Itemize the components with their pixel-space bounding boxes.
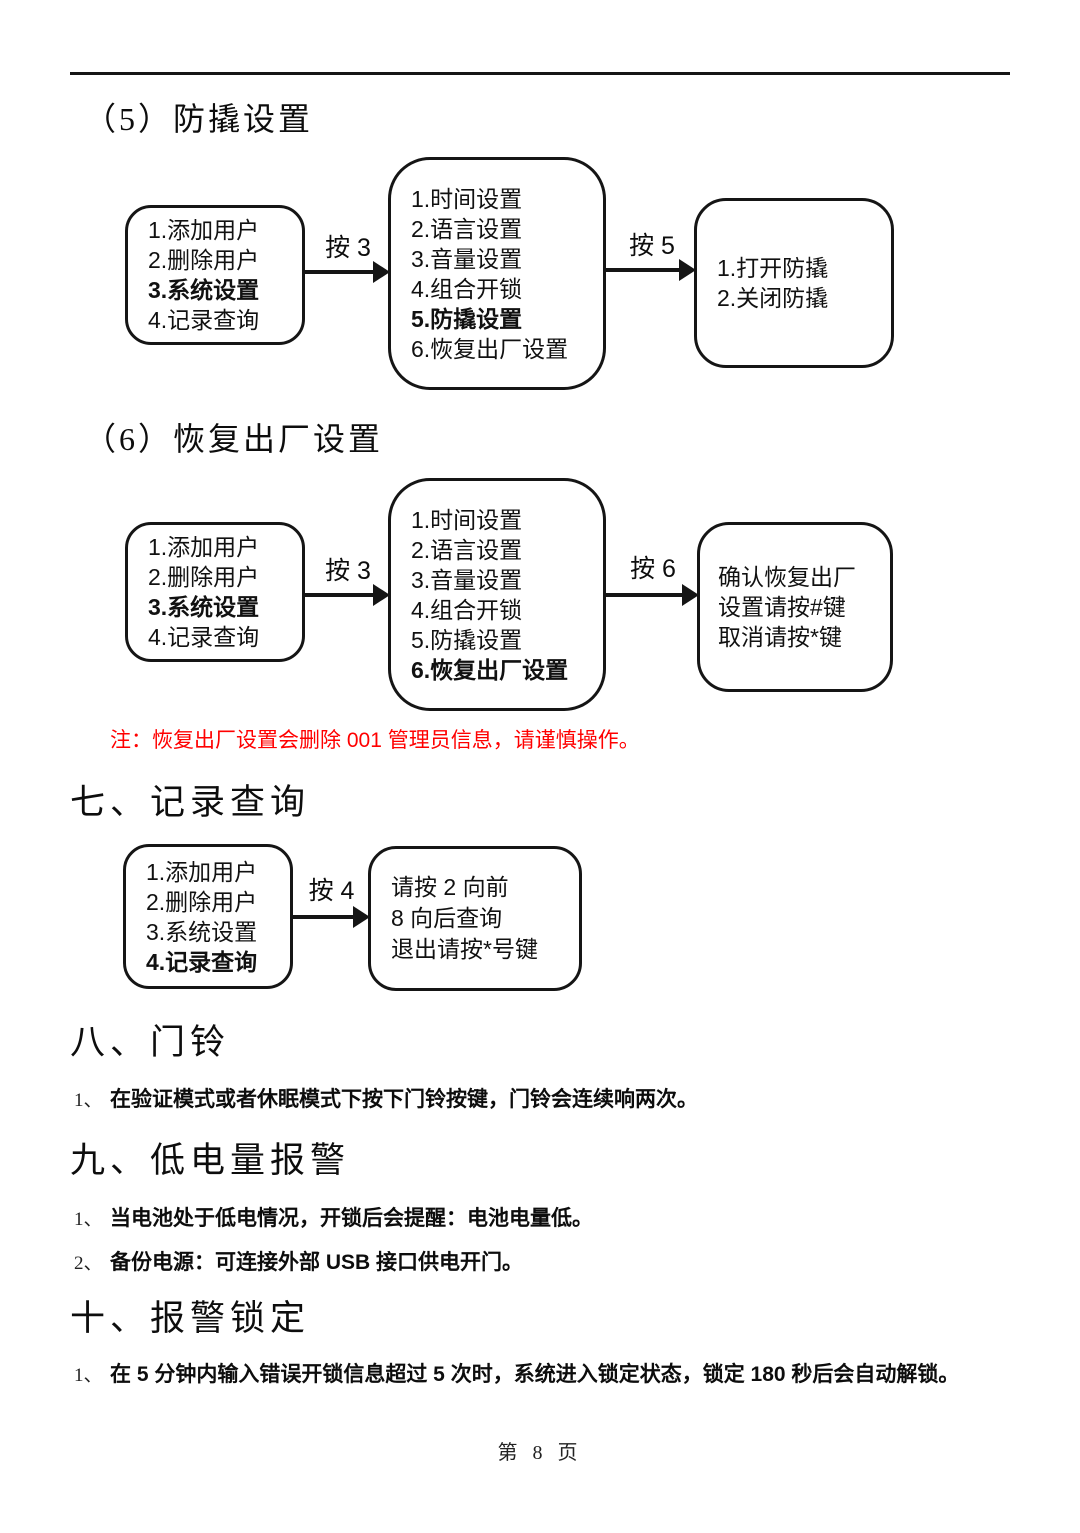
menu-item: 2.语言设置: [411, 215, 523, 242]
menu-item: 3.音量设置: [411, 245, 523, 272]
list-item-text: 当电池处于低电情况，开锁后会提醒：电池电量低。: [110, 1207, 593, 1230]
arrow-right-icon: [373, 584, 390, 606]
menu-item: 取消请按*键: [718, 624, 842, 650]
arrow-label: 按 3: [325, 557, 371, 585]
fc6-main-menu-box: 1.添加用户 2.删除用户 3.系统设置 4.记录查询: [125, 522, 305, 662]
menu-item: 1.添加用户: [148, 217, 260, 243]
flow-arrow: [305, 584, 390, 606]
fc5-main-menu-box: 1.添加用户 2.删除用户 3.系统设置 4.记录查询: [125, 205, 305, 345]
menu-item: 4.记录查询: [148, 307, 260, 333]
flow-arrow: [305, 261, 390, 283]
arrow-shaft: [305, 593, 377, 597]
section-5-title: （5）防撬设置: [84, 101, 314, 137]
menu-item: 1.打开防撬: [717, 255, 829, 281]
arrow-label: 按 3: [325, 234, 371, 262]
list-item-text: 备份电源：可连接外部 USB 接口供电开门。: [110, 1251, 524, 1274]
arrow-shaft: [606, 268, 683, 272]
menu-item-selected: 3.系统设置: [148, 594, 260, 620]
list-item: 1、 当电池处于低电情况，开锁后会提醒：电池电量低。: [74, 1202, 593, 1232]
menu-item: 2.关闭防撬: [717, 285, 829, 311]
menu-item: 3.系统设置: [146, 918, 258, 945]
menu-item: 4.组合开锁: [411, 596, 523, 623]
arrow-label: 按 4: [308, 877, 355, 905]
arrow-label: 按 5: [629, 232, 675, 260]
flow-arrow: [293, 906, 370, 928]
menu-item: 3.音量设置: [411, 566, 523, 593]
list-item-number: 1、: [74, 1209, 103, 1230]
list-item-number: 1、: [74, 1090, 103, 1111]
fc7-main-menu-box: 1.添加用户 2.删除用户 3.系统设置 4.记录查询: [123, 844, 293, 989]
fc5-system-menu-box: 1.时间设置 2.语言设置 3.音量设置 4.组合开锁 5.防撬设置 6.恢复出…: [388, 157, 606, 390]
arrow-label: 按 6: [630, 555, 676, 583]
menu-item: 2.删除用户: [148, 247, 260, 273]
list-item-number: 2、: [74, 1253, 103, 1274]
list-item-text: 在 5 分钟内输入错误开锁信息超过 5 次时，系统进入锁定状态，锁定 180 秒…: [110, 1363, 960, 1386]
section-8-title: 八、门铃: [70, 1023, 231, 1062]
menu-item: 1.添加用户: [148, 534, 260, 560]
flow-arrow: [606, 259, 696, 281]
menu-item: 1.时间设置: [411, 185, 523, 212]
top-rule: [70, 72, 1010, 75]
arrow-shaft: [293, 915, 357, 919]
menu-item: 1.添加用户: [146, 858, 258, 885]
flow-arrow: [606, 584, 699, 606]
menu-item: 退出请按*号键: [391, 936, 538, 962]
menu-item-selected: 6.恢复出厂设置: [411, 656, 569, 683]
arrow-right-icon: [373, 261, 390, 283]
section-6-title: （6）恢复出厂设置: [84, 421, 384, 457]
arrow-right-icon: [353, 906, 370, 928]
list-item: 2、 备份电源：可连接外部 USB 接口供电开门。: [74, 1246, 523, 1276]
menu-item: 4.记录查询: [148, 624, 260, 650]
page-number: 第 8 页: [497, 1442, 583, 1464]
list-item-text: 在验证模式或者休眠模式下按下门铃按键，门铃会连续响两次。: [110, 1088, 698, 1111]
list-item: 1、 在验证模式或者休眠模式下按下门铃按键，门铃会连续响两次。: [74, 1083, 698, 1113]
menu-item: 2.删除用户: [146, 888, 258, 915]
section-7-title: 七、记录查询: [70, 783, 311, 822]
menu-item: 2.删除用户: [148, 564, 260, 590]
arrow-shaft: [305, 270, 377, 274]
menu-item: 请按 2 向前: [391, 874, 509, 900]
fc7-result-box: 请按 2 向前 8 向后查询 退出请按*号键: [368, 846, 582, 991]
menu-item: 4.组合开锁: [411, 275, 523, 302]
menu-item: 6.恢复出厂设置: [411, 335, 569, 362]
menu-item: 2.语言设置: [411, 536, 523, 563]
menu-item-selected: 3.系统设置: [148, 277, 260, 303]
menu-item: 5.防撬设置: [411, 626, 523, 653]
menu-item: 设置请按#键: [718, 594, 846, 620]
menu-item-selected: 4.记录查询: [146, 948, 258, 975]
arrow-right-icon: [679, 259, 696, 281]
fc6-system-menu-box: 1.时间设置 2.语言设置 3.音量设置 4.组合开锁 5.防撬设置 6.恢复出…: [388, 478, 606, 711]
list-item-number: 1、: [74, 1365, 103, 1386]
list-item: 1、 在 5 分钟内输入错误开锁信息超过 5 次时，系统进入锁定状态，锁定 18…: [74, 1358, 959, 1388]
menu-item: 确认恢复出厂: [718, 564, 856, 590]
factory-reset-warning: 注：恢复出厂设置会删除 001 管理员信息，请谨慎操作。: [110, 729, 640, 752]
menu-item: 8 向后查询: [391, 905, 503, 931]
section-10-title: 十、报警锁定: [70, 1299, 311, 1338]
section-9-title: 九、低电量报警: [70, 1141, 351, 1180]
menu-item-selected: 5.防撬设置: [411, 305, 523, 332]
arrow-shaft: [606, 593, 686, 597]
arrow-right-icon: [682, 584, 699, 606]
menu-item: 1.时间设置: [411, 506, 523, 533]
fc6-result-box: 确认恢复出厂 设置请按#键 取消请按*键: [697, 522, 893, 692]
fc5-result-box: 1.打开防撬 2.关闭防撬: [694, 198, 894, 368]
